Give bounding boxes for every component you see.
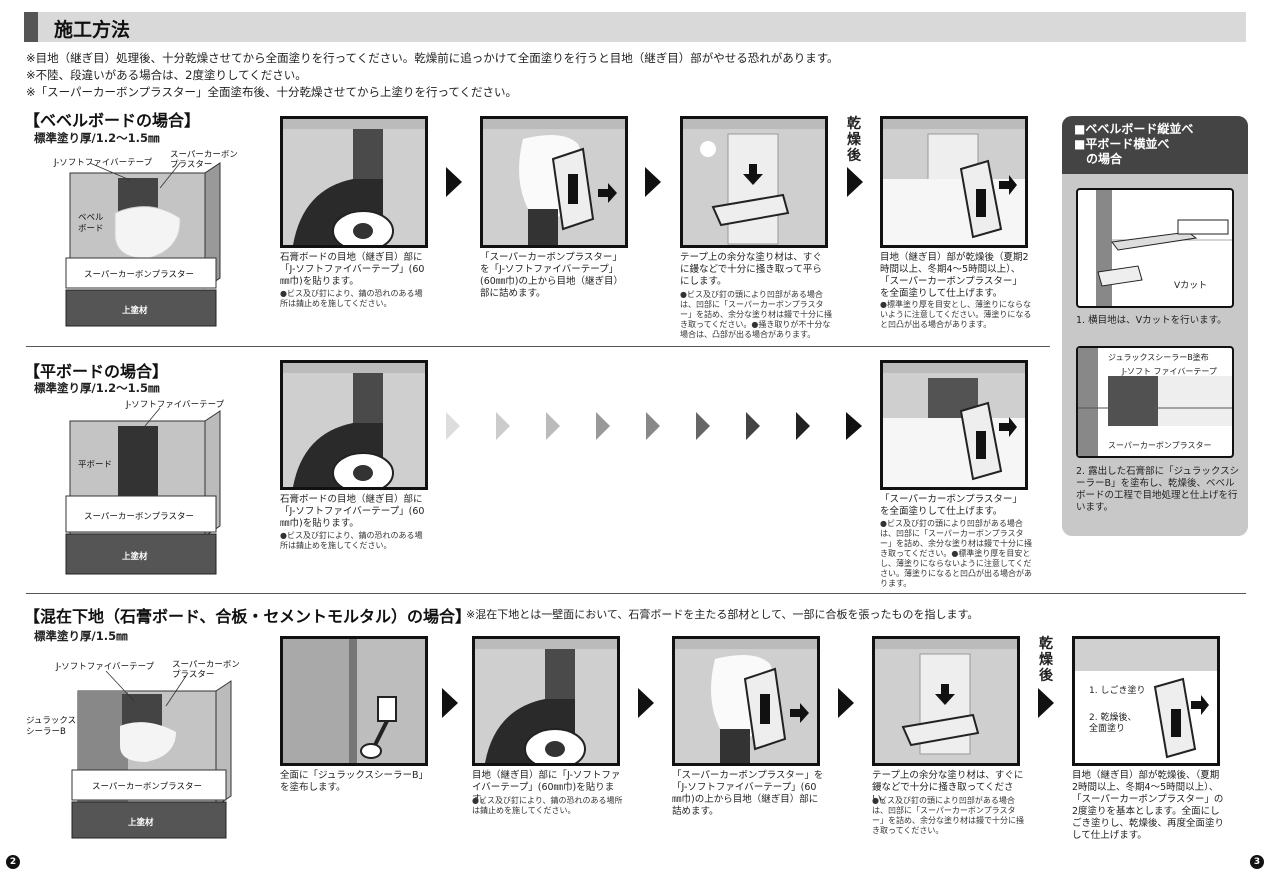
header-accent [24,12,38,42]
mixed-step3-illustration [672,636,820,766]
bevel-step1-note: ●ビス及び釘により、錆の恐れのある場所は錆止めを施してください。 [280,289,423,308]
mixed-step1-caption: 全面に「ジュラックスシーラーB」を塗布します。 [280,770,429,793]
mixed-arrow-2 [638,688,654,718]
divider-1 [26,346,1050,347]
flat-diagram-tape-label: J-ソフトファイバーテープ [126,400,225,410]
bevel-step2-caption: 「スーパーカーボンプラスター」を「J-ソフトファイバーテープ」(60㎜巾)の上か… [480,252,624,299]
mixed-step2-note: ●ビス及び釘により、錆の恐れのある場所は錆止めを施してください。 [472,796,623,815]
mixed-step4-caption: テープ上の余分な塗り材は、すぐに鏝などで十分に掻き取ってください。 [872,770,1024,805]
mixed-step2-illustration [472,636,620,766]
mixed-thickness: 標準塗り厚/1.5㎜ [34,629,128,643]
mixed-diagram-tape-label: J-ソフトファイバーテープ [56,662,155,672]
flat-step1-caption: 石膏ボードの目地（継ぎ目）部に「J-ソフトファイバーテープ」(60㎜巾)を貼りま… [280,494,425,529]
bevel-step1-illustration [280,116,428,248]
bevel-step1-caption: 石膏ボードの目地（継ぎ目）部に「J-ソフトファイバーテープ」(60㎜巾)を貼りま… [280,252,425,287]
flat-diagram: J-ソフトファイバーテープ 平ボード スーパーカーボンプラスター 上塗材 [30,396,260,581]
bevel-dry-label: 乾 燥 後 [847,116,861,164]
side-label-b: J-ソフト ファイバーテープ [1122,367,1217,376]
mixed-arrow-4 [1038,688,1054,718]
side-label-a: ジュラックスシーラーB塗布 [1108,353,1209,362]
note-1: ※目地（継ぎ目）処理後、十分乾燥させてから全面塗りを行ってください。乾燥前に追っ… [26,51,839,65]
mixed-diagram-sealer-label: ジュラックス シーラーB [26,716,77,737]
side-vcut-illustration: Vカット [1076,188,1234,308]
flat-step1-illustration [280,360,428,490]
side-step1: 1. 横目地は、Vカットを行います。 [1076,315,1227,326]
notes: ※目地（継ぎ目）処理後、十分乾燥させてから全面塗りを行ってください。乾燥前に追っ… [26,50,839,101]
mixed-diagram: J-ソフトファイバーテープ スーパーカーボン プラスター ジュラックス シーラー… [26,646,256,846]
bevel-diagram-tape-label: J-ソフトファイバーテープ [54,158,153,168]
flat-title: 【平ボードの場合】 [24,362,169,381]
mixed-step5-illustration: 1. しごき塗り 2. 乾燥後、 全面塗り [1072,636,1220,766]
flat-step2-caption: 「スーパーカーボンプラスター」を全面塗りして仕上げます。 [880,494,1022,517]
mixed-subnote: ※混在下地とは一壁面において、石膏ボードを主たる部材として、一部に合板を張ったも… [466,608,979,621]
bevel-step3-illustration [680,116,828,248]
side-label-c: スーパーカーボンプラスター [1108,441,1212,450]
mixed-diagram-layer2: 上塗材 [128,818,154,828]
bevel-diagram: J-ソフトファイバーテープ スーパーカーボン プラスター ベベル ボード スーパ… [30,148,260,338]
bevel-thickness: 標準塗り厚/1.2〜1.5㎜ [34,131,160,145]
flat-step2-note: ●ビス及び釘の頭により凹部がある場合は、凹部に「スーパーカーボンプラスター」を詰… [880,519,1032,588]
bevel-arrow-2 [645,167,661,197]
bevel-title: 【ベベルボードの場合】 [24,111,201,130]
bevel-arrow-1 [446,167,462,197]
mixed-step1-illustration [280,636,428,766]
mixed-arrow-3 [838,688,854,718]
side-panel-head: ■ベベルボード縦並べ ■平ボード横並べ の場合 [1062,116,1248,174]
mixed-step5-label-b: 2. 乾燥後、 全面塗り [1089,713,1137,734]
bevel-step4-note: ●標準塗り厚を目安とし、薄塗りにならないように注意してください。薄塗りになると凹… [880,300,1032,329]
side-step2: 2. 露出した石膏部に「ジュラックスシーラーB」を塗布し、乾燥後、ベベルボードの… [1076,466,1240,513]
bevel-step4-caption: 目地（継ぎ目）部が乾燥後（夏期2時間以上、冬期4〜5時間以上）、「スーパーカーボ… [880,252,1029,299]
bevel-step2-illustration [480,116,628,248]
flat-diagram-layer1: スーパーカーボンプラスター [84,512,194,522]
mixed-title: 【混在下地（石膏ボード、合板・セメントモルタル）の場合】 [24,607,472,626]
mixed-step4-note: ●ビス及び釘の頭により凹部がある場合は、凹部に「スーパーカーボンプラスター」を詰… [872,796,1024,835]
page-number-left: 2 [6,855,20,869]
mixed-arrow-1 [442,688,458,718]
flat-arrow-row [446,410,866,442]
bevel-diagram-plaster-label: スーパーカーボン プラスター [170,150,238,170]
mixed-step4-illustration [872,636,1020,766]
flat-step1-note: ●ビス及び釘により、錆の恐れのある場所は錆止めを施してください。 [280,531,423,550]
header-bar: 施工方法 [24,12,1246,42]
note-3: ※「スーパーカーボンプラスター」全面塗布後、十分乾燥させてから上塗りを行ってくだ… [26,85,518,99]
side-vcut-label: Vカット [1174,281,1208,291]
mixed-step5-label-a: 1. しごき塗り [1089,686,1146,696]
mixed-dry-label: 乾 燥 後 [1039,636,1053,684]
note-2: ※不陸、段違いがある場合は、2度塗りしてください。 [26,68,307,82]
page-number-right: 3 [1250,855,1264,869]
flat-step2-illustration [880,360,1028,490]
bevel-step3-note: ●ビス及び釘の頭により凹部がある場合は、凹部に「スーパーカーボンプラスター」を詰… [680,290,832,339]
bevel-diagram-layer2: 上塗材 [122,306,148,316]
bevel-arrow-3 [847,167,863,197]
bevel-diagram-layer1: スーパーカーボンプラスター [84,270,194,280]
mixed-diagram-layer1: スーパーカーボンプラスター [92,782,202,792]
mixed-step3-caption: 「スーパーカーボンプラスター」を「J-ソフトファイバーテープ」(60㎜巾)の上か… [672,770,824,817]
side-panel: ■ベベルボード縦並べ ■平ボード横並べ の場合 Vカット 1. 横目地は、Vカッ… [1062,116,1248,536]
side-joint-illustration: ジュラックスシーラーB塗布 J-ソフト ファイバーテープ スーパーカーボンプラス… [1076,346,1234,458]
bevel-diagram-board-label: ベベル ボード [78,213,104,234]
bevel-step4-illustration [880,116,1028,248]
divider-2 [26,593,1246,594]
flat-thickness: 標準塗り厚/1.2〜1.5㎜ [34,381,160,395]
mixed-step2-caption: 目地（継ぎ目）部に「J-ソフトファイバーテープ」(60㎜巾)を貼ります。 [472,770,621,805]
mixed-step5-caption: 目地（継ぎ目）部が乾燥後、（夏期2時間以上、冬期4〜5時間以上）、「スーパーカー… [1072,770,1225,841]
flat-diagram-layer2: 上塗材 [122,552,148,562]
page-title: 施工方法 [54,19,131,41]
bevel-step3-caption: テープ上の余分な塗り材は、すぐに鏝などで十分に掻き取って平らにします。 [680,252,822,287]
mixed-diagram-plaster-label: スーパーカーボン プラスター [172,660,240,680]
flat-diagram-board-label: 平ボード [78,460,113,470]
